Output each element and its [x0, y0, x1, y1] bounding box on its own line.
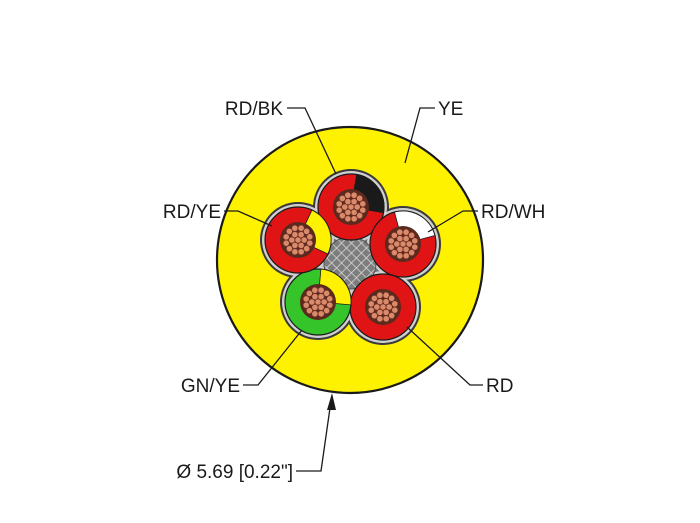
conductor-rd-bk: [317, 173, 385, 241]
cable-core: [260, 169, 441, 345]
leader-line-rd-bk: [287, 107, 337, 175]
conductor-rd-wh: [369, 210, 437, 278]
label-diameter: Ø 5.69 [0.22"]: [176, 462, 293, 483]
leader-line-gn-ye: [243, 329, 303, 386]
leader-line-diameter: [296, 400, 332, 472]
conductor-gn-ye: [284, 268, 352, 336]
diameter-arrowhead: [327, 393, 336, 410]
conductor-rd-ye: [264, 206, 332, 274]
label-rd-bk: RD/BK: [225, 99, 283, 120]
leader-line-rd-ye: [224, 210, 273, 227]
leader-line-ye: [404, 107, 435, 164]
label-rd-wh: RD/WH: [481, 202, 545, 223]
label-rd: RD: [486, 376, 513, 397]
leader-line-rd-wh: [427, 210, 478, 233]
label-rd-ye: RD/YE: [163, 202, 221, 223]
leader-line-rd: [406, 326, 483, 386]
conductor-rd: [349, 273, 417, 341]
label-ye: YE: [438, 99, 463, 120]
label-gn-ye: GN/YE: [181, 376, 240, 397]
